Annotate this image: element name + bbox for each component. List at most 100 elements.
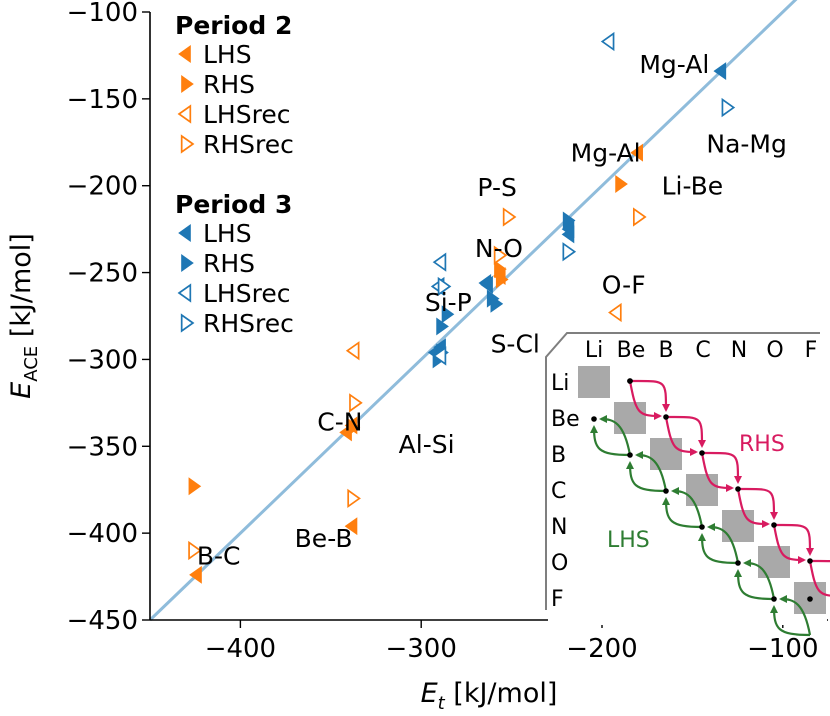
data-point-period2-rhsrec (349, 393, 363, 413)
inset-lhs-arrow (743, 559, 776, 600)
inset-node (771, 596, 777, 602)
legend-entry: LHSrec (203, 100, 290, 129)
legend-entry: RHSrec (203, 130, 294, 159)
legend-entry: RHS (203, 249, 255, 278)
point-annotation: Si-P (425, 288, 472, 317)
inset-diagonal-cell (578, 366, 610, 398)
legend-group-title: Period 2 (175, 11, 292, 40)
legend-marker (177, 283, 192, 303)
legend-marker (178, 45, 191, 63)
y-axis-title: EACE [kJ/mol] (6, 233, 42, 399)
inset-row-label: N (551, 515, 567, 540)
inset-row-label: Li (551, 371, 569, 396)
data-point-period3-lhsrec (432, 346, 447, 366)
inset-diagonal-cell (758, 546, 790, 578)
y-tick-label: −100 (67, 0, 138, 28)
inset-rhs-arrow (737, 487, 778, 520)
inset-lhs-arrow (770, 605, 811, 637)
data-point-period3-rhs (490, 294, 504, 313)
inset-rhs-arrow (665, 415, 706, 448)
data-point-period3-lhsrec (600, 31, 615, 52)
data-point-period2-lhs (344, 517, 358, 536)
y-tick-label: −400 (67, 519, 138, 549)
y-tick-label: −450 (67, 606, 138, 636)
inset-rhs-arrow (628, 380, 662, 420)
inset-diagonal-cell (686, 474, 718, 506)
inset-node (807, 596, 813, 602)
inset-row-label: B (551, 443, 566, 468)
y-tick-label: −350 (67, 432, 138, 462)
inset-diagonal-cell (614, 402, 646, 434)
point-annotation: Be-B (295, 524, 353, 553)
inset-diagonal-cell (650, 438, 682, 470)
data-point-period2-rhs (615, 175, 628, 193)
inset-lhs-arrow (734, 569, 775, 601)
data-point-period2-lhs (630, 143, 643, 162)
legend-entry: LHSrec (203, 279, 290, 308)
inset-column-label: B (658, 338, 673, 363)
data-point-period3-lhsrec (432, 252, 447, 272)
legend-marker (177, 104, 192, 124)
inset-node (591, 416, 597, 422)
inset-lhs-label: LHS (607, 528, 650, 553)
inset-column-label: Be (617, 338, 646, 363)
inset-node (663, 414, 669, 420)
inset-node (627, 378, 633, 384)
inset-rhs-arrow (701, 451, 742, 484)
data-point-period2-lhsrec (608, 302, 622, 323)
legend-group-title: Period 3 (175, 190, 292, 219)
inset-node (699, 524, 705, 530)
inset-node (627, 452, 633, 458)
y-tick-label: −300 (67, 345, 138, 375)
data-point-period3-rhsrec (437, 276, 452, 297)
x-tick-label: −100 (747, 634, 818, 664)
data-point-period2-lhsrec (345, 341, 360, 361)
y-tick-label: −200 (67, 172, 138, 202)
point-annotation: B-C (197, 541, 241, 570)
x-tick-label: −200 (566, 634, 637, 664)
inset-row-label: O (551, 551, 568, 576)
x-tick-label: −300 (385, 634, 456, 664)
point-annotation: N-O (475, 234, 523, 263)
y-tick-label: −250 (67, 259, 138, 289)
inset-lhs-arrow (698, 533, 739, 565)
inset-lhs-arrow (635, 451, 668, 492)
inset-row-label: C (551, 479, 566, 504)
inset-column-label: Li (585, 338, 603, 363)
point-annotation: Al-Si (399, 430, 455, 459)
data-point-period2-rhs (495, 270, 509, 289)
inset-lhs-arrow (779, 595, 812, 636)
data-point-period3-rhs (436, 317, 449, 336)
point-annotation: P-S (477, 173, 516, 202)
inset-column-label: O (766, 338, 783, 363)
inset-row-label: F (551, 587, 564, 612)
inset-node (771, 522, 777, 528)
data-point-period2-rhsrec (493, 245, 508, 265)
legend-entry: LHS (203, 40, 252, 69)
inset-lhs-arrow (626, 461, 667, 493)
point-annotation: Li-Be (662, 171, 724, 200)
data-point-period2-lhs (189, 565, 202, 584)
data-point-period2-rhsrec (347, 488, 361, 509)
inset-rhs-arrow (808, 560, 830, 597)
inset-rhs-arrow (700, 452, 734, 492)
inset-row-label: Be (551, 407, 580, 432)
inset-lhs-arrow (707, 523, 740, 564)
legend-entry: RHS (203, 70, 255, 99)
inset-frame (545, 332, 820, 610)
data-point-period3-rhs (441, 305, 455, 324)
legend-entry: RHSrec (203, 309, 294, 338)
legend-marker (178, 224, 191, 242)
inset-lhs-arrow (599, 415, 632, 456)
data-point-period2-rhsrec (502, 207, 517, 227)
legend-marker (180, 313, 195, 333)
point-annotation: Na-Mg (706, 130, 786, 159)
point-annotation: C-N (317, 408, 362, 437)
legend-entry: LHS (203, 219, 252, 248)
legend-marker (181, 254, 194, 272)
data-point-period3-rhs (562, 211, 576, 230)
inset-rhs-arrow (664, 416, 698, 456)
data-point-period3-lhs (713, 62, 727, 81)
